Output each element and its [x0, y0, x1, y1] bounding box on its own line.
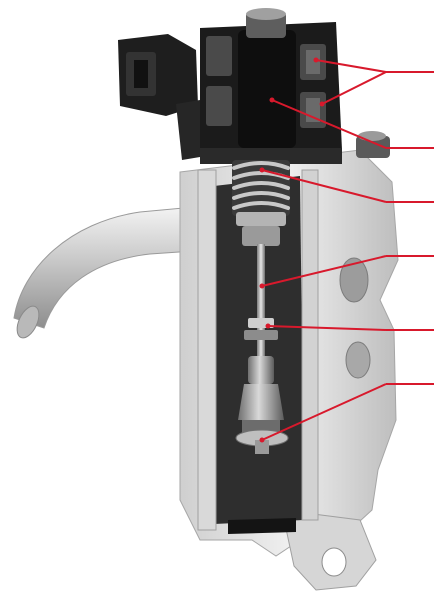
callout-anchor-stem-seal-0: [265, 323, 271, 329]
callout-anchor-valve-disc-0: [259, 437, 265, 443]
callout-stem-seal: [265, 323, 434, 331]
electrical-connector: [118, 34, 206, 160]
callout-valve-stem: [259, 255, 434, 289]
callout-coil: [313, 57, 434, 107]
callout-leader-coil-0: [315, 59, 387, 73]
callout-armature: [269, 97, 434, 149]
callout-anchor-spring-0: [259, 167, 265, 173]
solenoid-actuator: [200, 8, 342, 164]
callout-leader-armature-0: [271, 99, 387, 149]
callout-leader-coil-1: [321, 71, 387, 105]
callout-leader-valve-stem-0: [261, 255, 387, 287]
callout-anchor-coil-0: [313, 57, 319, 63]
callout-layer: [259, 57, 434, 443]
callout-leader-stem-seal-0: [267, 325, 387, 331]
callout-spring: [259, 167, 434, 203]
callout-anchor-armature-0: [269, 97, 275, 103]
callout-leader-spring-0: [261, 169, 387, 203]
callout-valve-disc: [259, 383, 434, 443]
callout-anchor-coil-1: [319, 101, 325, 107]
callout-leader-valve-disc-0: [261, 383, 387, 441]
callout-anchor-valve-stem-0: [259, 283, 265, 289]
